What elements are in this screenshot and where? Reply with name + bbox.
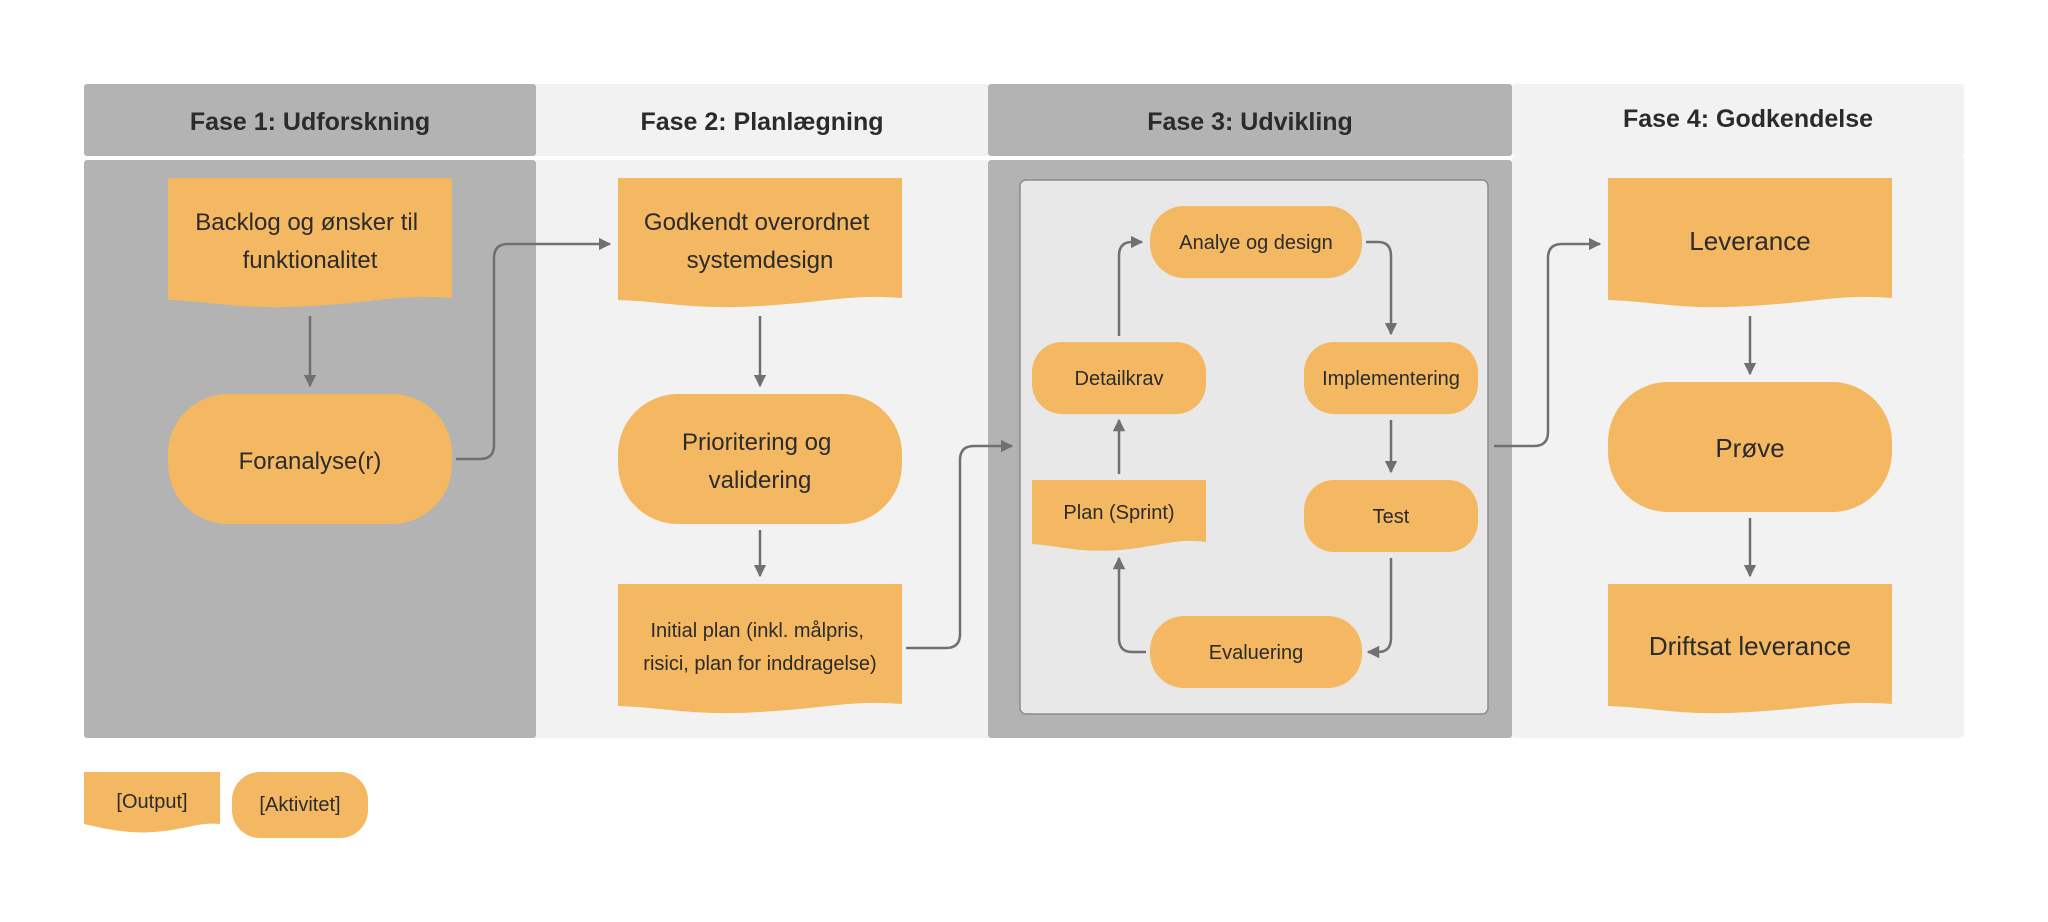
arrow-foranalyse-godkendt <box>456 237 612 461</box>
arrow-evaluering-plan-sprint <box>1112 556 1146 654</box>
node-analyse-label: Analye og design <box>1179 232 1332 254</box>
legend-aktivitet: [Aktivitet] <box>232 772 368 838</box>
node-evaluering-label: Evaluering <box>1209 642 1304 664</box>
phase-2-title: Fase 2: Planlægning <box>640 108 883 136</box>
node-leverance-label: Leverance <box>1689 226 1810 256</box>
node-implementering: Implementering <box>1304 342 1478 414</box>
arrow-detailkrav-analyse <box>1117 235 1144 336</box>
phase-3-title: Fase 3: Udvikling <box>1147 108 1353 136</box>
arrow-test-evaluering <box>1366 558 1393 659</box>
node-evaluering: Evaluering <box>1150 616 1362 688</box>
legend-aktivitet-label: [Aktivitet] <box>259 794 340 816</box>
node-foranalyse-label: Foranalyse(r) <box>239 448 382 475</box>
arrow-initial-plan-sprint <box>906 439 1014 650</box>
legend-output-label: [Output] <box>116 791 187 813</box>
arrow-sprint-leverance <box>1494 237 1602 448</box>
node-plan-sprint: Plan (Sprint) <box>1032 480 1206 551</box>
node-godkendt-line-1: Godkendt overordnet <box>644 209 870 236</box>
node-godkendt-line-2: systemdesign <box>687 247 834 274</box>
node-test: Test <box>1304 480 1478 552</box>
node-initial-plan-label: Initial plan (inkl. målpris, risici, pla… <box>643 620 876 675</box>
node-initial-plan: Initial plan (inkl. målpris, risici, pla… <box>618 584 902 714</box>
node-backlog-label: Backlog og ønsker til funktionalitet <box>195 209 424 274</box>
node-foranalyse: Foranalyse(r) <box>168 394 452 524</box>
arrow-analyse-implementering <box>1366 240 1398 336</box>
node-detailkrav-label: Detailkrav <box>1075 368 1164 390</box>
node-initial-plan-line-2: risici, plan for inddragelse) <box>643 653 876 675</box>
node-implementering-label: Implementering <box>1322 368 1460 390</box>
node-backlog-line-2: funktionalitet <box>243 247 378 274</box>
node-leverance: Leverance <box>1608 178 1892 308</box>
node-driftsat-label: Driftsat leverance <box>1649 631 1851 661</box>
legend: [Output] [Aktivitet] <box>84 772 368 838</box>
phase-1-title: Fase 1: Udforskning <box>190 108 430 136</box>
legend-output: [Output] <box>84 772 220 833</box>
node-backlog-line-1: Backlog og ønsker til <box>195 209 418 236</box>
node-prioritering-label: Prioritering og validering <box>682 429 838 494</box>
node-analyse: Analye og design <box>1150 206 1362 278</box>
node-backlog: Backlog og ønsker til funktionalitet <box>168 178 452 308</box>
node-prioritering-line-1: Prioritering og <box>682 429 831 456</box>
node-driftsat: Driftsat leverance <box>1608 584 1892 714</box>
node-prove-label: Prøve <box>1715 433 1784 463</box>
node-prove: Prøve <box>1608 382 1892 512</box>
node-godkendt-label: Godkendt overordnet systemdesign <box>644 209 876 274</box>
node-prioritering-line-2: validering <box>709 467 812 494</box>
node-test-label: Test <box>1373 506 1410 528</box>
connectors <box>303 235 1757 659</box>
node-detailkrav: Detailkrav <box>1032 342 1206 414</box>
node-prioritering: Prioritering og validering <box>618 394 902 524</box>
phase-4-title: Fase 4: Godkendelse <box>1623 105 1873 133</box>
node-plan-sprint-label: Plan (Sprint) <box>1063 502 1174 524</box>
node-initial-plan-line-1: Initial plan (inkl. målpris, <box>651 620 864 642</box>
sprint-cycle-container <box>1019 179 1489 715</box>
node-godkendt: Godkendt overordnet systemdesign <box>618 178 902 308</box>
